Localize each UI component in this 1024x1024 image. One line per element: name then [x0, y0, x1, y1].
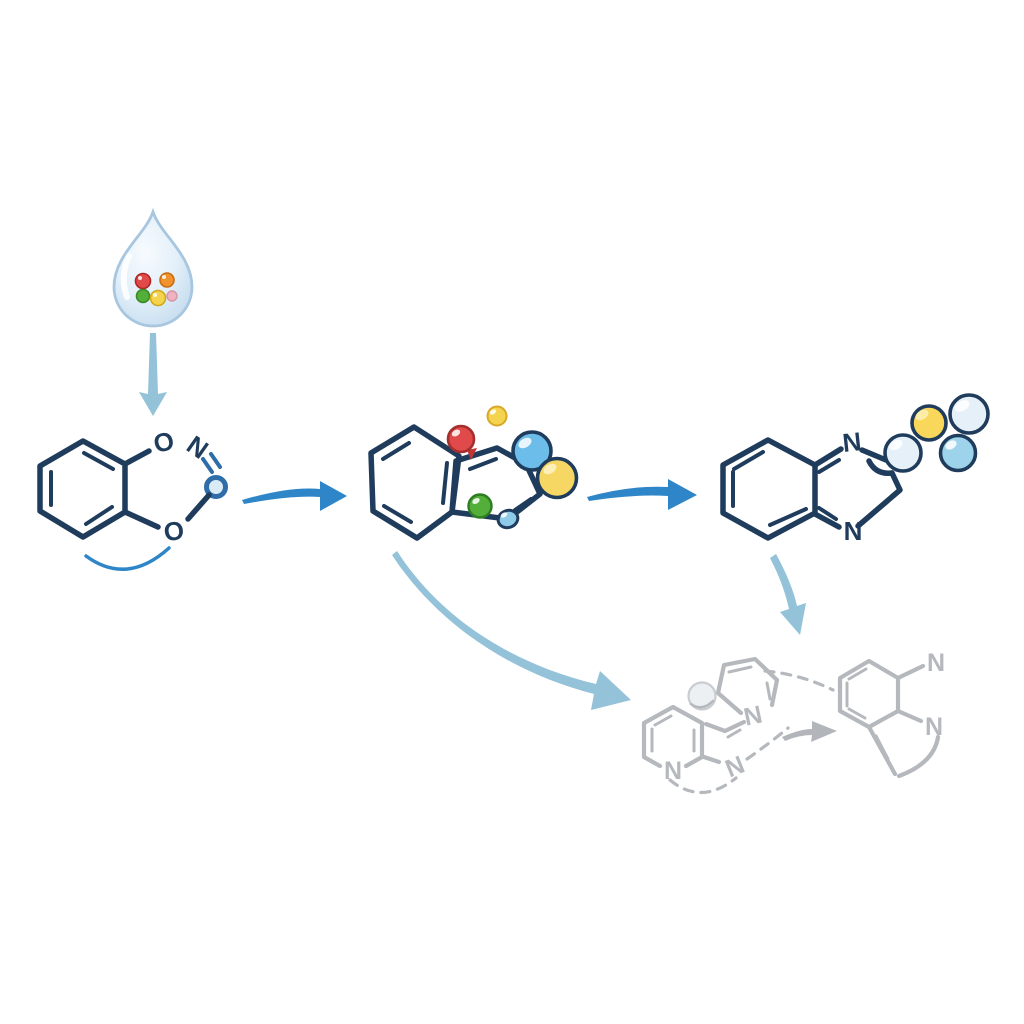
atom-label-n-ring: N — [925, 713, 943, 741]
green-ball — [467, 493, 493, 519]
atom-label-n-bottom: N — [844, 516, 863, 546]
ghost-mechanism: N N N N N — [641, 649, 945, 795]
double-bond — [441, 461, 449, 505]
ball-highlight — [518, 437, 532, 449]
pale-blue-orbital-top — [948, 393, 990, 435]
down-arrow-icon — [139, 333, 167, 416]
curved-arc — [84, 546, 171, 571]
small-yellow-ball — [486, 405, 508, 427]
atom-label-n-upper: N — [741, 700, 764, 731]
bond — [185, 492, 212, 522]
ball-highlight — [954, 400, 970, 412]
atom-label-o-top: O — [150, 425, 177, 459]
bond — [812, 511, 842, 530]
double-bond — [84, 505, 114, 526]
pale-blue-orbital-left — [883, 433, 923, 473]
double-bond — [468, 457, 498, 471]
double-bond — [817, 458, 841, 474]
atom-label-n-bottom: N — [664, 757, 682, 785]
double-bond — [768, 507, 808, 527]
ball-highlight — [889, 439, 903, 451]
double-bond — [765, 681, 772, 701]
ball-highlight — [162, 275, 166, 279]
medium-blue-orbital — [938, 433, 978, 473]
balloon-tail — [467, 448, 477, 460]
ball-highlight — [451, 429, 461, 437]
dashed-arc-mid — [745, 726, 790, 761]
double-bond — [653, 714, 673, 727]
sphere-shadow — [689, 699, 715, 709]
double-bond — [82, 451, 115, 471]
dashed-arc — [668, 776, 738, 795]
bond — [895, 708, 924, 724]
intermediate-molecule — [368, 405, 579, 541]
partial-ring-arc — [896, 734, 941, 779]
atom-label-n-substituent: N — [927, 649, 945, 677]
ghost-left-molecule: N N N — [641, 656, 780, 795]
ball-highlight — [543, 463, 557, 475]
bond — [859, 447, 889, 463]
double-bond — [727, 665, 753, 674]
double-bond — [847, 667, 868, 681]
bond — [122, 509, 161, 530]
product-down-arrow — [770, 554, 806, 635]
atom-circle — [204, 475, 228, 499]
ghost-arrow — [782, 721, 837, 742]
double-bond — [817, 506, 838, 521]
ghost-right-molecule: N N — [837, 649, 945, 779]
bond — [895, 663, 926, 681]
ball-highlight — [500, 512, 508, 518]
upper-pyridine-ring — [715, 656, 780, 716]
ball-highlight — [915, 409, 929, 421]
double-bond — [382, 504, 413, 524]
product-molecule: N N — [720, 393, 990, 546]
ball-highlight — [489, 409, 497, 415]
droplet-ball-yellow — [149, 289, 167, 307]
yellow-orbital — [910, 404, 948, 442]
double-bond — [726, 728, 742, 739]
ghost-sphere — [687, 681, 717, 711]
reaction-arrow-2 — [587, 479, 697, 510]
reagent-droplet-icon — [112, 207, 194, 328]
ball-highlight — [945, 440, 957, 450]
branch-curved-arrow — [392, 551, 631, 710]
double-bond — [381, 441, 411, 461]
big-yellow-ball — [535, 456, 579, 500]
red-balloon-ball — [446, 424, 476, 454]
droplet-highlight — [120, 253, 132, 300]
bond — [701, 754, 722, 765]
droplet-ball-pink — [166, 290, 178, 302]
dashed-arc-top — [763, 669, 835, 692]
atom-label-n-top: N — [841, 426, 863, 458]
droplet-ball-green — [135, 288, 151, 304]
ball-highlight — [472, 497, 480, 505]
benzene-ring — [368, 424, 462, 541]
double-bond — [513, 497, 533, 512]
double-bond — [732, 450, 765, 471]
benzene-ring — [837, 658, 901, 730]
ball-highlight — [138, 276, 142, 280]
fused-ring — [449, 445, 543, 522]
double-bond — [201, 457, 214, 474]
double-bond — [847, 707, 867, 720]
bond — [703, 719, 747, 734]
reaction-arrow-1 — [242, 481, 347, 511]
ball-highlight — [153, 293, 157, 297]
atom-label-n-top: N — [181, 430, 214, 465]
bond — [812, 446, 844, 468]
reactant-molecule: O N O — [37, 425, 228, 571]
bond — [122, 448, 152, 467]
droplet-ball-red — [134, 272, 152, 290]
droplet-ball-orange — [159, 272, 175, 288]
double-bond — [209, 452, 222, 469]
bond — [855, 470, 903, 529]
double-bond — [874, 734, 890, 761]
atom-label-o-bottom: O — [162, 515, 186, 548]
